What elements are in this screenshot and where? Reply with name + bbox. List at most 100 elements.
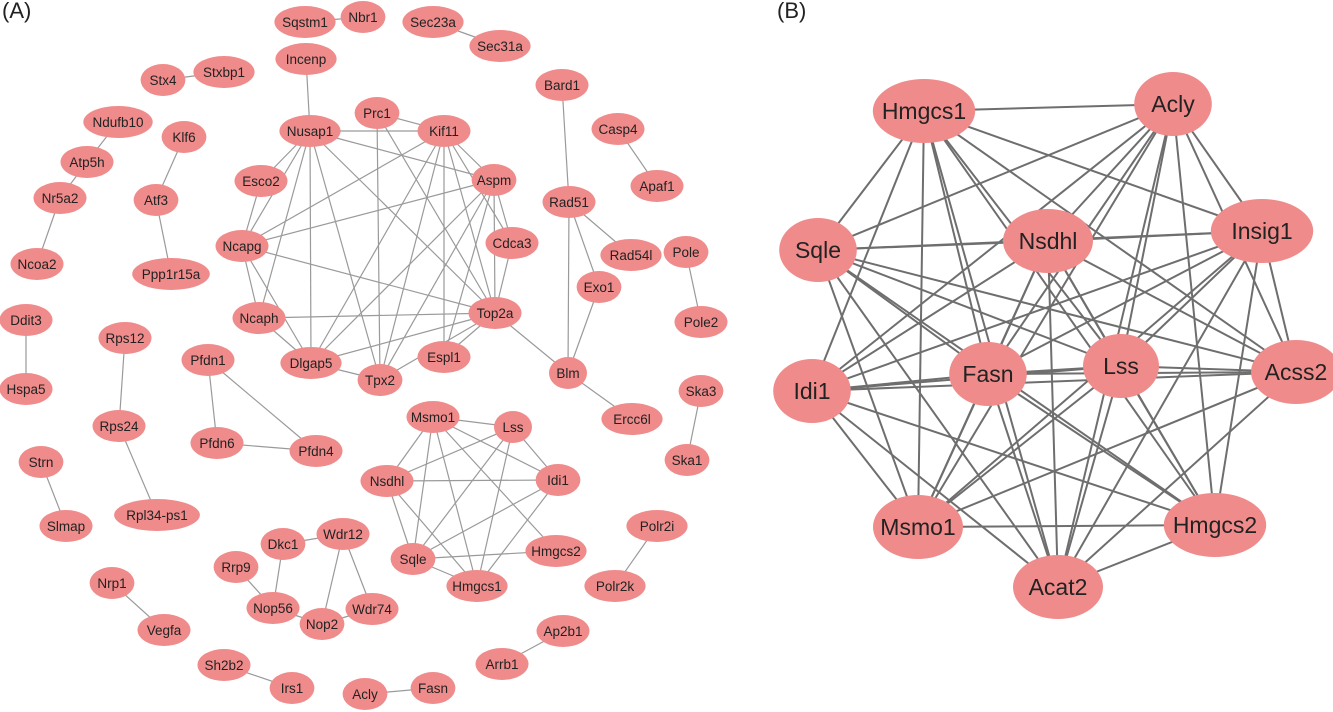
edge-b-hmgcs1-hmgcs2	[923, 110, 1216, 526]
node-b-shape	[773, 359, 851, 423]
edge-a-msmo1-idi1	[432, 416, 559, 481]
node-a-label: Nop2	[306, 617, 338, 632]
node-a-pfdn4: Pfdn4	[289, 435, 343, 467]
node-a-nusap1: Nusap1	[279, 115, 341, 147]
node-a-label: Arrb1	[485, 657, 518, 672]
node-a-vegfa: Vegfa	[137, 614, 191, 646]
node-a-label: Polr2i	[640, 519, 675, 534]
node-a-shape	[137, 614, 191, 646]
edge-b-acly-msmo1	[917, 103, 1174, 528]
node-a-shape	[494, 411, 532, 443]
node-a-label: Wdr74	[352, 602, 392, 617]
edge-b-nsdhl-acss2	[1047, 240, 1297, 373]
node-a-label: Hspa5	[6, 382, 45, 397]
node-a-shape	[626, 510, 688, 542]
edge-b-nsdhl-acat2	[1047, 240, 1059, 588]
node-a-shape	[417, 115, 471, 147]
node-a-stxbp1: Stxbp1	[193, 56, 255, 88]
node-b-label: Insig1	[1231, 218, 1292, 244]
node-a-label: Rpl34-ps1	[126, 508, 188, 523]
edge-a-rad51-blm	[567, 201, 570, 374]
edge-b-lss-acat2	[1057, 365, 1122, 588]
node-a-label: Ncapg	[222, 239, 261, 254]
node-a-label: Kif11	[429, 124, 459, 139]
node-a-blm: Blm	[549, 357, 587, 389]
edge-a-aspm-dlgap5	[310, 179, 495, 364]
node-a-pole2: Pole2	[674, 306, 728, 338]
node-a-hmgcs1: Hmgcs1	[446, 570, 508, 602]
node-a-shape	[406, 401, 460, 433]
node-a-shape	[140, 64, 186, 96]
edge-b-hmgcs1-fasn	[923, 110, 989, 375]
node-a-sec31a: Sec31a	[469, 30, 531, 62]
node-a-shape	[280, 347, 342, 379]
node-a-label: Sec23a	[410, 15, 456, 30]
node-a-nr5a2: Nr5a2	[33, 182, 87, 214]
node-a-label: Nop56	[253, 601, 293, 616]
node-b-shape	[1210, 199, 1314, 263]
node-a-hspa5: Hspa5	[0, 373, 53, 405]
node-a-shape	[98, 322, 152, 354]
node-a-sec23a: Sec23a	[402, 6, 464, 38]
edge-b-fasn-hmgcs2	[987, 373, 1216, 526]
node-a-ddit3: Ddit3	[0, 304, 53, 336]
edge-b-insig1-fasn	[987, 230, 1263, 375]
node-a-label: Stx4	[149, 73, 177, 88]
edge-a-msmo1-hmgcs2	[432, 416, 557, 552]
node-a-sqle: Sqle	[390, 543, 436, 575]
node-a-atf3: Atf3	[133, 184, 179, 216]
edge-b-hmgcs1-msmo1	[917, 110, 925, 528]
edge-b-sqle-lss	[817, 249, 1122, 367]
node-b-label: Idi1	[793, 378, 830, 404]
edge-b-fasn-acat2	[987, 373, 1059, 588]
edge-b-acss2-msmo1	[917, 371, 1297, 528]
node-b-label: Fasn	[962, 361, 1013, 387]
node-a-label: Atf3	[144, 193, 168, 208]
node-a-shape	[190, 427, 244, 459]
node-a-label: Pfdn6	[199, 436, 234, 451]
node-a-label: Msmo1	[411, 410, 455, 425]
node-a-polr2k: Polr2k	[584, 570, 646, 602]
node-b-shape	[1083, 334, 1159, 398]
node-b-insig1: Insig1	[1210, 199, 1314, 263]
node-b-shape	[1251, 340, 1333, 404]
node-a-tpx2: Tpx2	[357, 364, 403, 396]
node-b-label: Hmgcs2	[1173, 512, 1257, 538]
node-a-rps12: Rps12	[98, 322, 152, 354]
node-a-label: Rps24	[99, 419, 139, 434]
node-a-exo1: Exo1	[576, 271, 622, 303]
node-a-label: Sh2b2	[204, 658, 243, 673]
node-a-shape	[246, 592, 300, 624]
node-a-shape	[584, 570, 646, 602]
node-b-shape	[872, 79, 976, 143]
node-b-label: Nsdhl	[1019, 228, 1078, 254]
node-a-top2a: Top2a	[468, 297, 522, 329]
node-b-label: Lss	[1103, 353, 1139, 379]
edge-a-kif11-dlgap5	[310, 130, 445, 364]
node-a-shape	[485, 227, 539, 259]
node-a-shape	[215, 230, 269, 262]
node-a-shape	[197, 649, 251, 681]
node-a-label: Ncoa2	[17, 257, 56, 272]
node-a-shape	[536, 615, 590, 647]
node-a-shape	[600, 239, 662, 271]
edge-b-hmgcs1-idi1	[811, 110, 925, 392]
node-a-shape	[354, 97, 400, 129]
node-a-shape	[630, 170, 684, 202]
node-a-label: Sqle	[399, 552, 426, 567]
node-a-label: Ska1	[672, 453, 703, 468]
node-a-hmgcs2: Hmgcs2	[525, 535, 587, 567]
node-b-label: Sqle	[795, 237, 841, 263]
node-a-ercc6l: Ercc6l	[601, 403, 663, 435]
node-a-shape	[360, 465, 414, 497]
node-a-wdr12: Wdr12	[316, 518, 370, 550]
edge-a-nusap1-ncaph	[258, 130, 311, 319]
node-b-shape	[873, 495, 963, 559]
node-a-nrp1: Nrp1	[89, 567, 135, 599]
edge-a-nusap1-tpx2	[309, 130, 381, 381]
node-b-shape	[1013, 555, 1103, 619]
node-a-ppp1r15a: Ppp1r15a	[132, 258, 210, 290]
node-a-slmap: Slmap	[39, 510, 93, 542]
node-a-label: Strn	[29, 455, 54, 470]
